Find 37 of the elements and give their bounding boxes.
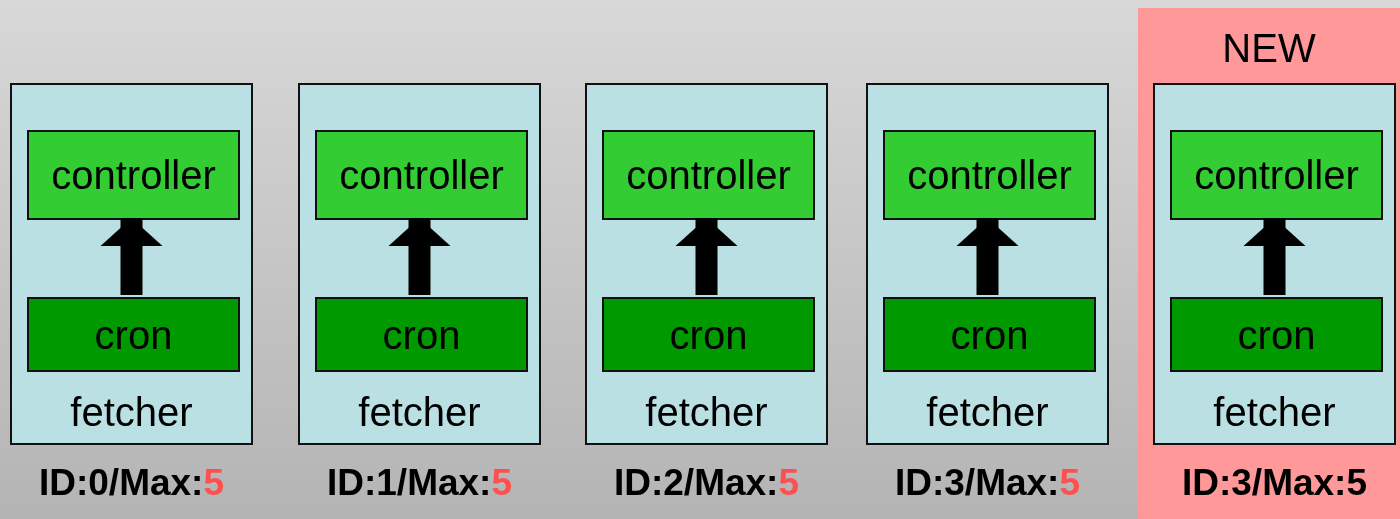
controller-box bbox=[1170, 130, 1383, 220]
cron-label: cron bbox=[1237, 311, 1316, 358]
block-arrow bbox=[956, 218, 1019, 295]
block-arrow bbox=[675, 218, 738, 295]
cron-box bbox=[1170, 297, 1383, 372]
controller-label: controller bbox=[907, 152, 1072, 198]
id-label: ID:1/Max:5 bbox=[325, 461, 514, 505]
cron-box bbox=[883, 297, 1096, 372]
fetcher-label: fetcher bbox=[925, 389, 1050, 435]
fetcher-label: fetcher bbox=[357, 389, 482, 435]
cron-box bbox=[27, 297, 240, 372]
controller-box bbox=[602, 130, 815, 220]
cron-label: cron bbox=[669, 311, 748, 358]
cron-label: cron bbox=[94, 311, 173, 358]
controller-label: controller bbox=[51, 152, 216, 198]
cron-box bbox=[602, 297, 815, 372]
controller-label: controller bbox=[1194, 152, 1359, 198]
controller-box bbox=[315, 130, 528, 220]
cron-label: cron bbox=[382, 311, 461, 358]
id-label: ID:3/Max:5 bbox=[1180, 461, 1369, 505]
block-arrow bbox=[1243, 218, 1306, 295]
id-label: ID:3/Max:5 bbox=[893, 461, 1082, 505]
fetcher-label: fetcher bbox=[1212, 389, 1337, 435]
block-arrow bbox=[388, 218, 451, 295]
fetcher-label: fetcher bbox=[69, 389, 194, 435]
block-arrow bbox=[100, 218, 163, 295]
controller-box bbox=[27, 130, 240, 220]
controller-box bbox=[883, 130, 1096, 220]
cron-box bbox=[315, 297, 528, 372]
cron-label: cron bbox=[950, 311, 1029, 358]
controller-label: controller bbox=[626, 152, 791, 198]
id-label: ID:0/Max:5 bbox=[37, 461, 226, 505]
highlight-panel bbox=[1138, 8, 1400, 519]
panel-heading: NEW bbox=[1221, 26, 1317, 70]
fetcher-label: fetcher bbox=[644, 389, 769, 435]
controller-label: controller bbox=[339, 152, 504, 198]
id-label: ID:2/Max:5 bbox=[612, 461, 801, 505]
